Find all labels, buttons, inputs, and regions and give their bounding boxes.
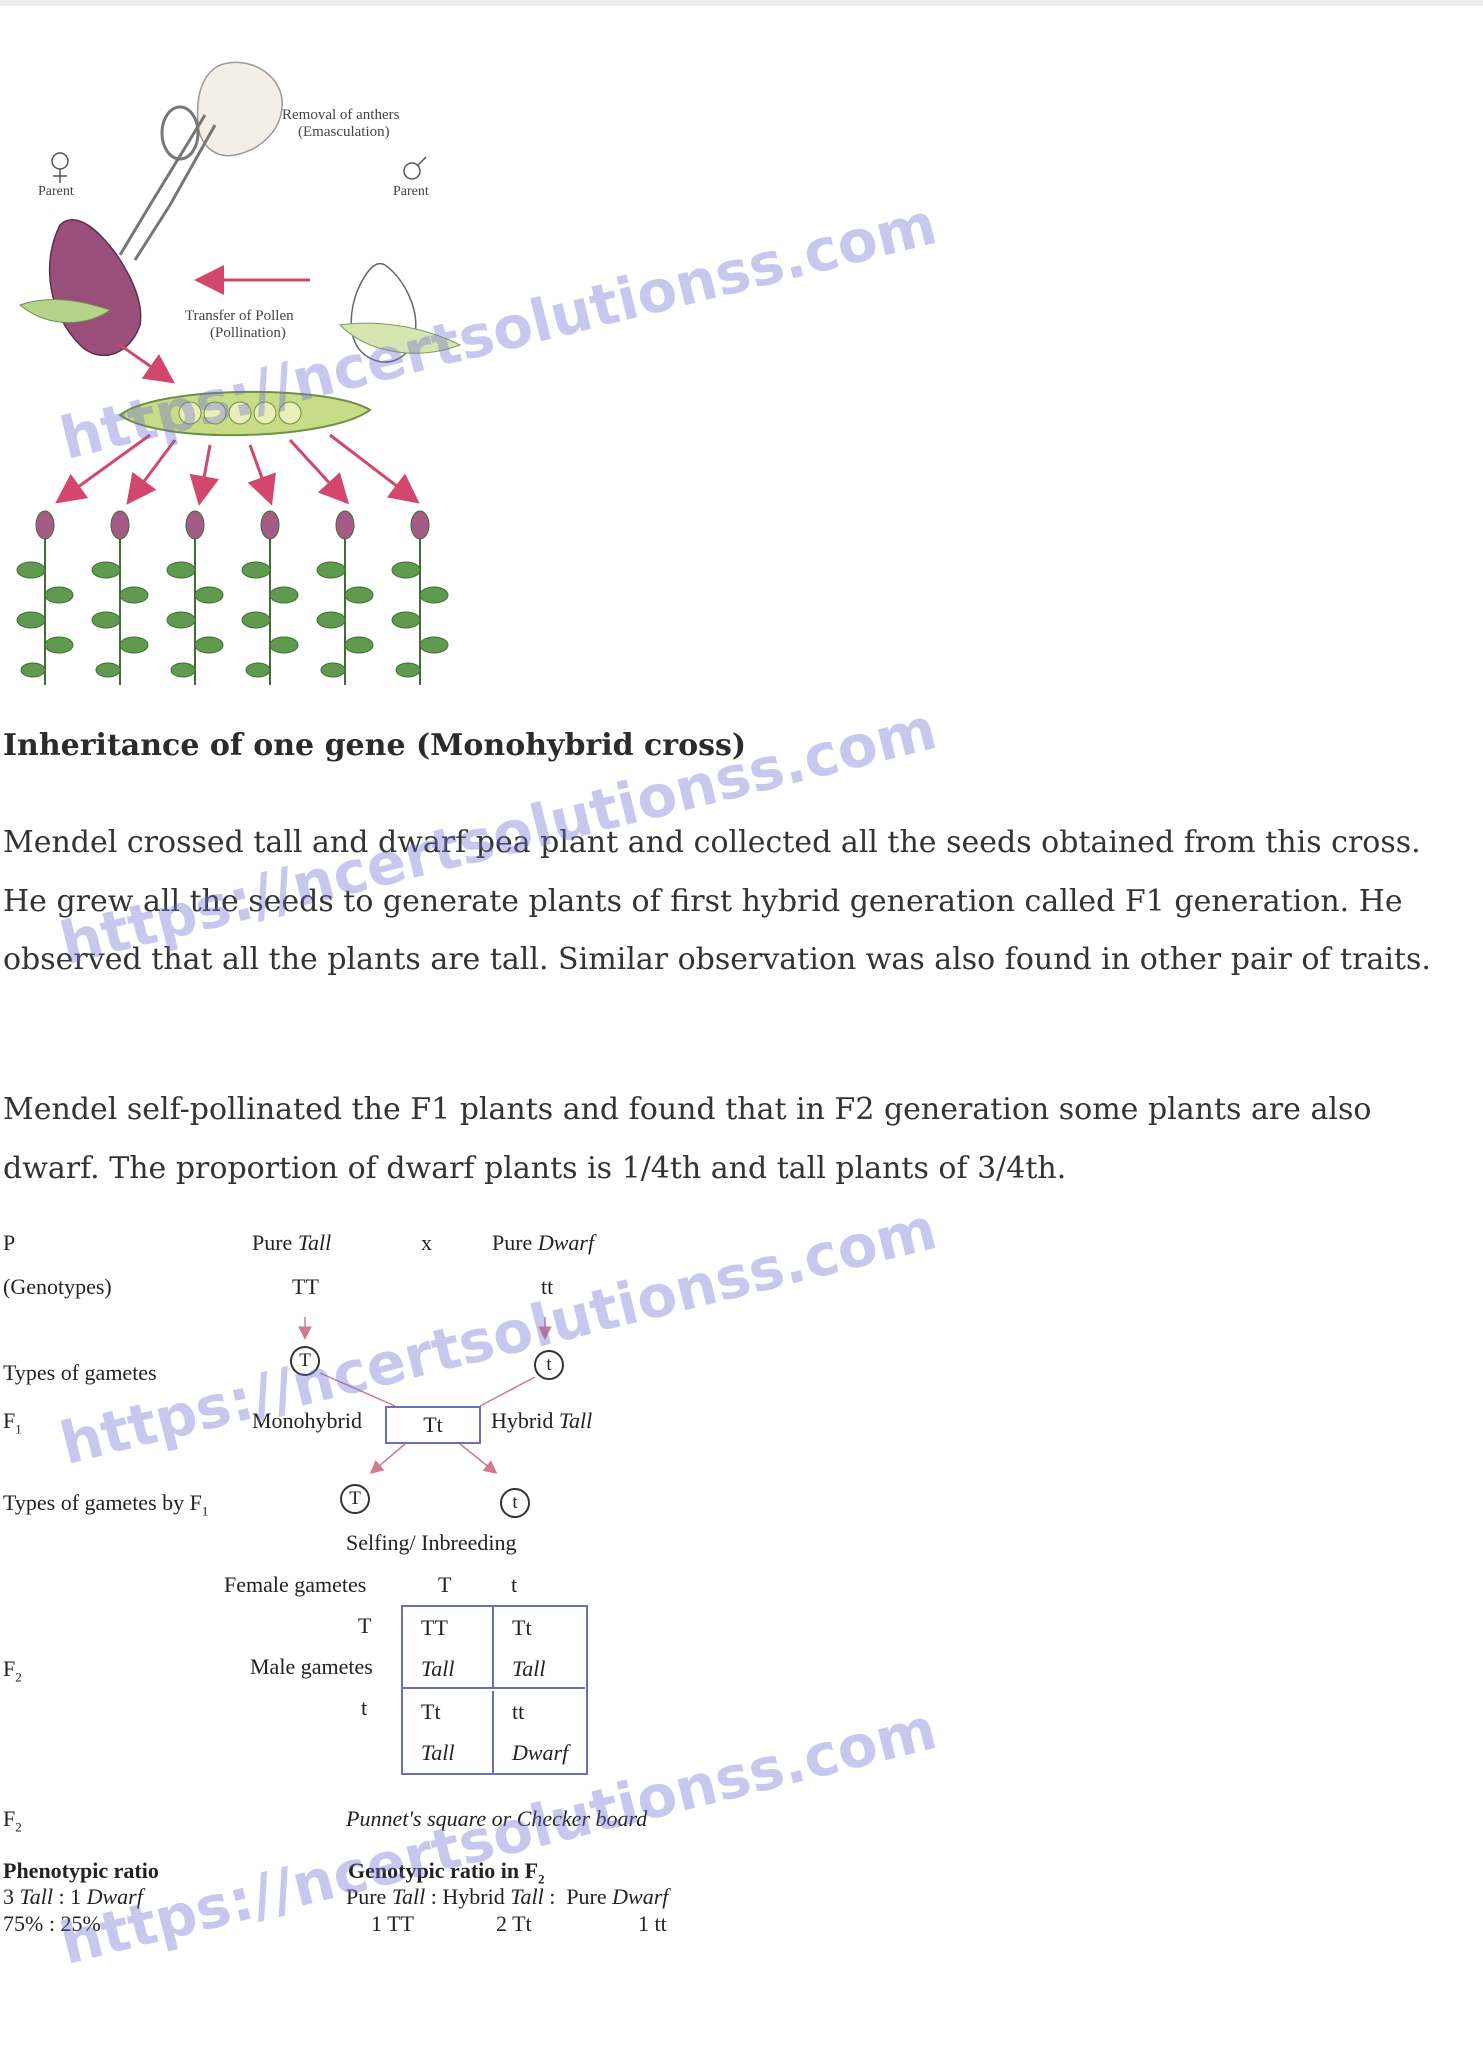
- punnett-caption: Punnet's square or Checker board: [346, 1806, 648, 1831]
- phenotypic-percent: 75% : 25%: [3, 1911, 101, 1936]
- genotype-tall: TT: [292, 1274, 319, 1299]
- genotypic-value-tt-recessive: 1 tt: [638, 1911, 667, 1936]
- pollination-figure: Removal of anthers (Emasculation) Parent…: [16, 61, 462, 685]
- removal-label-2: (Emasculation): [298, 124, 390, 140]
- hybrid-tall-label: Hybrid Tall: [491, 1408, 593, 1433]
- paragraph-2: Mendel self-pollinated the F1 plants and…: [3, 1092, 1372, 1186]
- genotypic-value-tt-hetero: 2 Tt: [496, 1911, 532, 1936]
- gamete-t-circle: t: [534, 1350, 564, 1380]
- offspring-plants: [16, 510, 449, 685]
- female-gamete-T: T: [438, 1572, 452, 1597]
- phenotypic-ratio-label: Phenotypic ratio: [3, 1858, 159, 1883]
- genotypic-ratio-header: Pure Tall : Hybrid Tall : Pure Dwarf: [346, 1884, 669, 1909]
- female-gamete-t: t: [511, 1572, 518, 1597]
- f1-label: F1: [3, 1408, 22, 1437]
- pollination-illustration: Removal of anthers (Emasculation) Parent…: [0, 55, 470, 695]
- transfer-label-1: Transfer of Pollen: [185, 308, 294, 324]
- hand-shape: [196, 61, 283, 157]
- monohybrid-label: Monohybrid: [252, 1408, 362, 1433]
- cross-sign: x: [421, 1230, 432, 1255]
- genotypic-ratio-label: Genotypic ratio in F2: [348, 1858, 545, 1887]
- f2-label: F2: [3, 1656, 22, 1685]
- gametes-by-f1-label: Types of gametes by F1: [3, 1490, 209, 1519]
- pure-dwarf-label: Pure Dwarf: [492, 1230, 595, 1255]
- monohybrid-cross-diagram: P Pure Tall x Pure Dwarf (Genotypes) TT …: [0, 1222, 720, 1952]
- genotypic-value-tt-homo: 1 TT: [371, 1911, 414, 1936]
- female-parent-label: Parent: [38, 184, 74, 199]
- male-gamete-t: t: [361, 1695, 368, 1720]
- transfer-label-2: (Pollination): [210, 325, 286, 341]
- section-heading: Inheritance of one gene (Monohybrid cros…: [3, 728, 747, 763]
- f1-gamete-T-circle: T: [340, 1484, 370, 1514]
- male-gamete-T: T: [358, 1613, 372, 1638]
- f2-caption-label: F2: [3, 1806, 22, 1835]
- female-flower: [48, 219, 142, 356]
- f1-genotype-box: Tt: [385, 1406, 481, 1444]
- paragraph-1: Mendel crossed tall and dwarf pea plant …: [3, 825, 1431, 977]
- pure-tall-label: Pure Tall: [252, 1230, 332, 1255]
- f1-gamete-t-circle: t: [500, 1488, 530, 1518]
- p-generation-label: P: [3, 1230, 16, 1255]
- top-divider: [0, 0, 1483, 6]
- cross-connector-lines: [298, 1317, 552, 1474]
- selfing-label: Selfing/ Inbreeding: [346, 1530, 517, 1555]
- phenotypic-ratio: 3 Tall : 1 Dwarf: [3, 1884, 143, 1909]
- scissors-shape: [118, 114, 217, 261]
- gamete-T-circle: T: [290, 1346, 320, 1376]
- male-parent-label: Parent: [393, 184, 429, 199]
- genotype-dwarf: tt: [541, 1274, 554, 1299]
- removal-label-1: Removal of anthers: [282, 107, 400, 123]
- gametes-label: Types of gametes: [3, 1360, 157, 1385]
- genotypes-label: (Genotypes): [3, 1274, 112, 1299]
- female-gametes-label: Female gametes: [224, 1572, 367, 1597]
- male-gametes-label: Male gametes: [250, 1654, 373, 1679]
